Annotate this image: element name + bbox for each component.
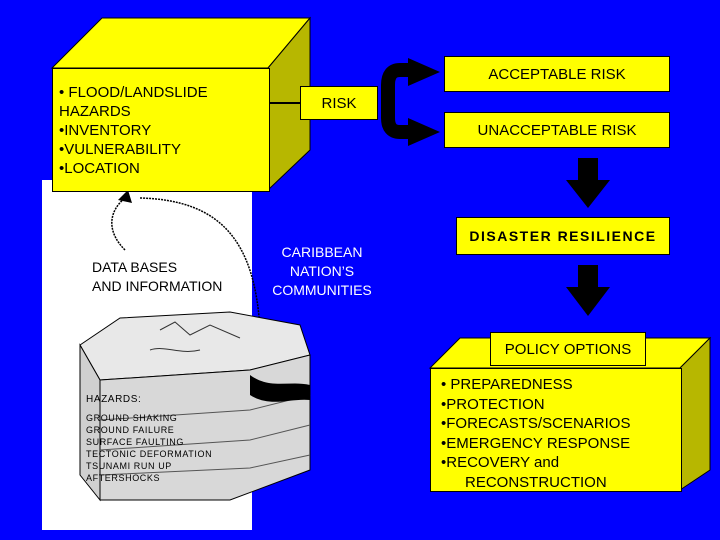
hazard-item: GROUND FAILURE: [86, 425, 175, 435]
arrow-to-acceptable: [408, 58, 440, 86]
inventory-cube-top: [50, 17, 312, 69]
hazard-item: GROUND SHAKING: [86, 413, 178, 423]
policy-line: •RECOVERY and: [441, 454, 560, 471]
inventory-box: • FLOOD/LANDSLIDE HAZARDS •INVENTORY •VU…: [52, 68, 270, 192]
terrain-block-diagram: [79, 311, 311, 502]
hazards-title: HAZARDS:: [86, 394, 142, 405]
down-shaft-2: [578, 265, 598, 287]
data-bases-line: DATA BASES: [92, 259, 178, 275]
inventory-line: •INVENTORY: [59, 122, 152, 139]
hazard-item: AFTERSHOCKS: [86, 473, 161, 483]
policy-options-label: POLICY OPTIONS: [504, 340, 632, 358]
policy-list-box: • PREPAREDNESS •PROTECTION •FORECASTS/SC…: [430, 368, 682, 492]
acceptable-risk-label: ACCEPTABLE RISK: [488, 65, 626, 83]
risk-label: RISK: [321, 94, 357, 112]
caribbean-line: NATION’S: [289, 263, 355, 279]
policy-line: • PREPAREDNESS: [441, 376, 573, 393]
hazard-item: TSUNAMI RUN UP: [86, 461, 172, 471]
policy-line: •PROTECTION: [441, 395, 545, 413]
inventory-line: •VULNERABILITY: [59, 141, 181, 158]
caribbean-label: CARIBBEAN NATION’S COMMUNITIES: [262, 243, 382, 300]
policy-options-box: POLICY OPTIONS: [490, 332, 646, 366]
hazard-item: TECTONIC DEFORMATION: [86, 449, 213, 459]
down-shaft-1: [578, 158, 598, 180]
split-bracket: [381, 63, 410, 139]
caribbean-line: COMMUNITIES: [272, 282, 372, 298]
policy-line: RECONSTRUCTION: [465, 473, 607, 491]
policy-line: •EMERGENCY RESPONSE: [441, 434, 631, 452]
inventory-line: •LOCATION: [59, 160, 140, 177]
upward-arrow-head: [118, 190, 132, 203]
down-arrow-2: [566, 287, 610, 316]
risk-box: RISK: [300, 86, 378, 120]
acceptable-risk-box: ACCEPTABLE RISK: [444, 56, 670, 92]
policy-line: •FORECASTS/SCENARIOS: [441, 415, 631, 432]
down-arrow-1: [566, 180, 610, 208]
unacceptable-risk-box: UNACCEPTABLE RISK: [444, 112, 670, 148]
hazard-item: SURFACE FAULTING: [86, 437, 184, 447]
unacceptable-risk-label: UNACCEPTABLE RISK: [477, 121, 637, 139]
data-bases-line: AND INFORMATION: [92, 278, 223, 294]
upward-curve-arrow: [111, 197, 126, 251]
disaster-resilience-box: DISASTER RESILIENCE: [456, 217, 670, 255]
right-curve-line: [139, 197, 261, 331]
disaster-resilience-label: DISASTER RESILIENCE: [469, 228, 657, 244]
caribbean-line: CARIBBEAN: [281, 244, 363, 260]
hazards-list: HAZARDS: GROUND SHAKING GROUND FAILURE S…: [86, 394, 212, 484]
inventory-line: HAZARDS: [59, 103, 131, 120]
data-bases-label: DATA BASES AND INFORMATION: [92, 258, 222, 296]
inventory-line: • FLOOD/LANDSLIDE: [59, 84, 208, 101]
arrow-to-unacceptable: [408, 118, 440, 146]
